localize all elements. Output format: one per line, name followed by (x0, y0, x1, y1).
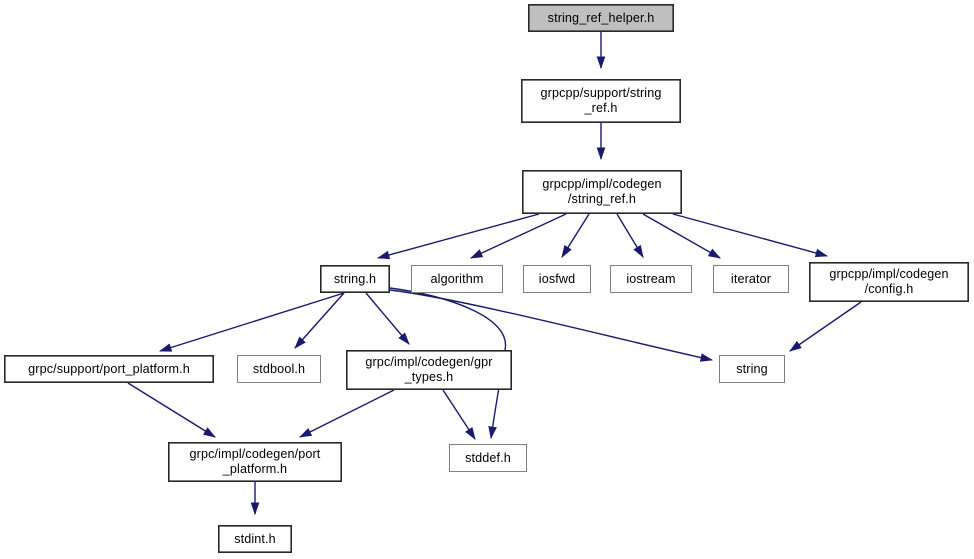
edge-grpc_support_pp-to-grpc_codegen_pp (127, 382, 216, 438)
graph-node-label: grpc/support/port_platform.h (28, 361, 190, 376)
edge-gpr_types-to-stddef (442, 389, 476, 440)
graph-node-iosfwd[interactable]: iosfwd (523, 265, 591, 293)
graph-node-label: iosfwd (538, 271, 576, 286)
graph-node-grpcpp_config[interactable]: grpcpp/impl/codegen /config.h (809, 262, 969, 302)
graph-node-stdbool[interactable]: stdbool.h (237, 355, 321, 383)
graph-node-label: algorithm (430, 271, 484, 286)
graph-node-stdint[interactable]: stdint.h (218, 525, 292, 553)
graph-node-label: grpcpp/impl/codegen /string_ref.h (542, 177, 662, 206)
edge-string_h-to-grpc_support_pp (158, 292, 345, 352)
graph-node-label: grpc/impl/codegen/gpr _types.h (365, 355, 493, 384)
graph-node-string_h[interactable]: string.h (320, 265, 390, 293)
graph-node-string_std[interactable]: string (719, 355, 785, 383)
graph-node-string_ref_helper[interactable]: string_ref_helper.h (528, 4, 674, 32)
edge-grpcpp_config-to-string_std (789, 301, 862, 352)
graph-node-grpcpp_codegen_sref[interactable]: grpcpp/impl/codegen /string_ref.h (522, 170, 682, 214)
edge-grpcpp_codegen_sref-to-iterator (642, 213, 721, 259)
graph-node-label: string (736, 361, 768, 376)
graph-node-label: string_ref_helper.h (547, 10, 655, 25)
graph-node-label: grpc/impl/codegen/port _platform.h (189, 447, 321, 476)
edge-grpcpp_codegen_sref-to-algorithm (469, 213, 567, 259)
edge-grpcpp_codegen_sref-to-iostream (616, 213, 644, 258)
graph-node-label: string.h (333, 271, 377, 286)
graph-node-label: stdint.h (234, 531, 276, 546)
graph-node-grpc_codegen_pp[interactable]: grpc/impl/codegen/port _platform.h (168, 442, 342, 482)
graph-node-gpr_types[interactable]: grpc/impl/codegen/gpr _types.h (346, 350, 512, 390)
edge-string_h-to-stddef (389, 287, 507, 440)
graph-node-label: iterator (730, 271, 772, 286)
edge-paths (127, 32, 862, 516)
graph-node-label: stddef.h (465, 450, 511, 465)
graph-node-label: iostream (626, 271, 676, 286)
edge-grpcpp_codegen_sref-to-grpcpp_config (672, 213, 829, 258)
graph-node-algorithm[interactable]: algorithm (411, 265, 503, 293)
edge-gpr_types-to-grpc_codegen_pp (298, 389, 395, 438)
graph-node-iostream[interactable]: iostream (610, 265, 692, 293)
edge-string_h-to-gpr_types (365, 292, 410, 345)
graph-node-label: stdbool.h (252, 361, 306, 376)
graph-node-iterator[interactable]: iterator (713, 265, 789, 293)
edge-string_h-to-string_std (389, 289, 714, 362)
graph-node-stddef[interactable]: stddef.h (449, 444, 527, 472)
graph-node-grpc_support_pp[interactable]: grpc/support/port_platform.h (4, 355, 214, 383)
edge-grpcpp_codegen_sref-to-iosfwd (561, 213, 590, 258)
edge-grpcpp_codegen_sref-to-string_h (376, 213, 540, 260)
edge-string_h-to-stdbool (294, 292, 345, 349)
graph-node-label: grpcpp/support/string _ref.h (540, 86, 662, 115)
graph-node-grpcpp_support_sref[interactable]: grpcpp/support/string _ref.h (521, 79, 681, 123)
graph-node-label: grpcpp/impl/codegen /config.h (829, 267, 949, 296)
